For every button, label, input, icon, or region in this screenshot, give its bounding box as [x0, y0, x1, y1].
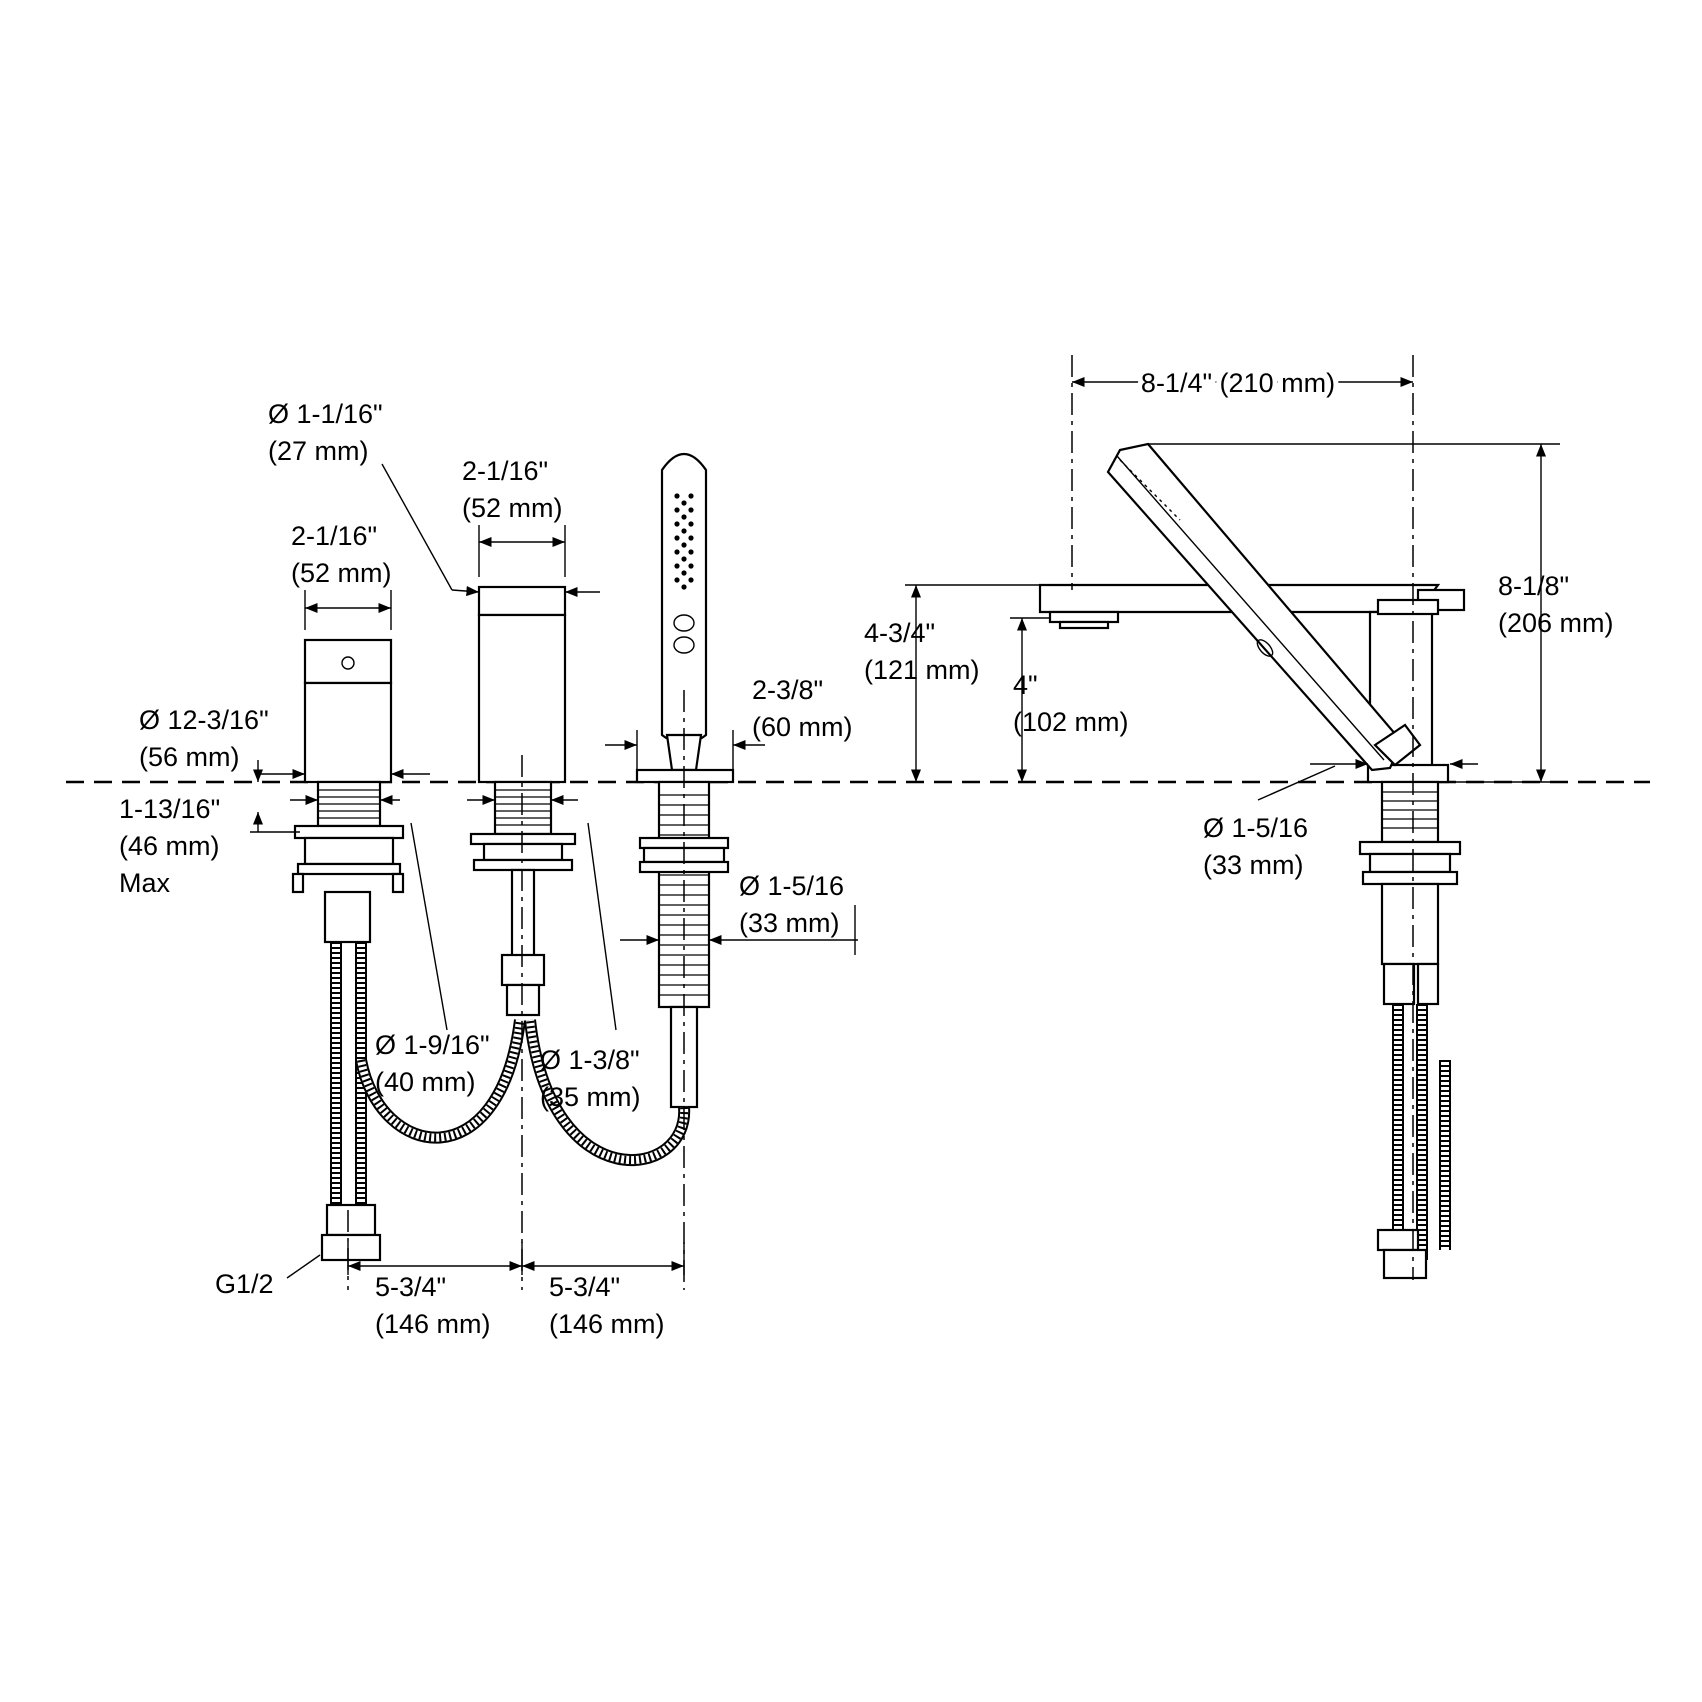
spray-nozzles: [674, 493, 694, 590]
label-overall-height: 8-1/8" (206 mm): [1498, 571, 1614, 638]
handshower: [635, 453, 735, 784]
label-escutcheon-dia: Ø 12-3/16" (56 mm): [139, 705, 276, 772]
label-handle-hole-dia: Ø 1-1/16" (27 mm): [268, 399, 390, 466]
spout-shank: [469, 780, 577, 1017]
label-spacing-left: 5-3/4" (146 mm): [375, 1272, 491, 1339]
label-spout-width: 2-1/16" (52 mm): [462, 456, 563, 523]
side-hoses: [1376, 1004, 1451, 1280]
handshower-shank: [638, 780, 730, 1109]
handle-body: [303, 638, 393, 784]
label-spout-reach: 8-1/4" (210 mm): [1141, 368, 1335, 398]
spout-body: [477, 585, 567, 784]
label-shank-dia-b: Ø 1-3/8" (35 mm): [540, 1045, 647, 1112]
handle-shank: [291, 780, 405, 944]
label-shank-dia-a: Ø 1-9/16" (40 mm): [375, 1030, 497, 1097]
label-spout-outlet-height: 4" (102 mm): [1013, 670, 1129, 737]
label-handle-width: 2-1/16" (52 mm): [291, 521, 392, 588]
label-deck-max: 1-13/16" (46 mm) Max: [119, 794, 228, 898]
label-spacing-right: 5-3/4" (146 mm): [549, 1272, 665, 1339]
label-connection: G1/2: [215, 1269, 274, 1299]
side-shank: [1358, 780, 1462, 1006]
label-handshower-base: 2-3/8" (60 mm): [752, 675, 853, 742]
handshower-hose: [524, 1019, 691, 1166]
handle-hoses: [320, 942, 526, 1262]
label-side-shank-dia: Ø 1-5/16 (33 mm): [1203, 813, 1316, 880]
label-handshower-shank: Ø 1-5/16 (33 mm): [739, 871, 852, 938]
label-spout-top-height: 4-3/4" (121 mm): [864, 618, 980, 685]
